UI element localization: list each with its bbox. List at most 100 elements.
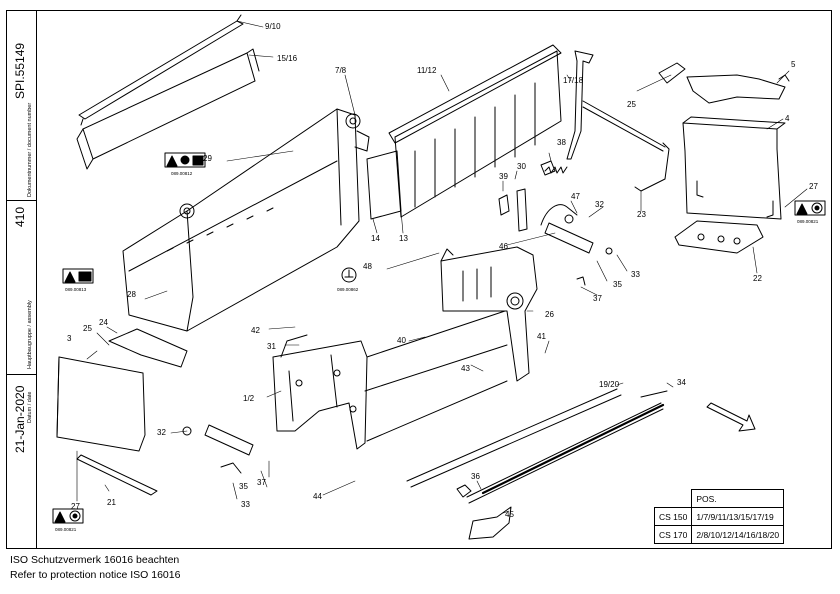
- callout: 32: [157, 428, 166, 437]
- guard-plate-4-part: [682, 116, 786, 220]
- strip-21-part: [76, 454, 158, 496]
- callout: 40: [397, 336, 406, 345]
- side-frame-part: [272, 310, 508, 450]
- title-block-sidebar: Dokumentnummer / document number SPI.551…: [7, 11, 37, 548]
- document-number-label: Dokumentnummer / document number: [27, 102, 33, 197]
- warning-code: 089.00821: [797, 219, 819, 224]
- warning-icon: [164, 152, 206, 168]
- callout: 23: [637, 210, 646, 219]
- position-table-header-row: POS.: [655, 489, 785, 508]
- hopper-frame-part: [122, 108, 370, 332]
- warning-code: 089.00821: [55, 527, 77, 532]
- callout: 36: [471, 472, 480, 481]
- rods-19-20-part: [406, 388, 668, 504]
- protection-notice-english: Refer to protection notice ISO 16016: [10, 569, 181, 581]
- warning-icon: [52, 508, 84, 524]
- callout: 39: [499, 172, 508, 181]
- callout: 19/20: [599, 380, 620, 389]
- warning-code: 089.00812: [171, 171, 193, 176]
- plate-25-part: [658, 62, 686, 84]
- callout: 17/18: [563, 76, 584, 85]
- rod-47-part: [540, 204, 578, 226]
- warning-icon: [794, 200, 826, 216]
- callout: 25: [83, 324, 92, 333]
- callout: 38: [557, 138, 566, 147]
- callout: 41: [537, 332, 546, 341]
- callout: 33: [631, 270, 640, 279]
- table-row: CS 150 1/7/9/11/13/15/17/19: [653, 507, 785, 526]
- bracket-5-part: [686, 74, 790, 104]
- callout: 31: [267, 342, 276, 351]
- date-value: 21-Jan-2020: [13, 385, 27, 453]
- callout: 43: [461, 364, 470, 373]
- warning-icon: [62, 268, 94, 284]
- exploded-view-drawing: 9/10 15/16 7/8 11/12 17/18 5 25 4 29 30 …: [52, 14, 826, 540]
- document-number-cell: Dokumentnummer / document number SPI.551…: [7, 11, 37, 201]
- callout: 37: [257, 478, 266, 487]
- callout: 37: [593, 294, 602, 303]
- callout: 29: [203, 154, 212, 163]
- callout: 9/10: [265, 22, 281, 31]
- flow-direction-arrow: [706, 402, 756, 432]
- side-cover-panel-part: [76, 48, 260, 170]
- callout: 30: [517, 162, 526, 171]
- assembly-number: 410: [13, 206, 27, 227]
- warning-code: 089.00813: [65, 287, 87, 292]
- callout: 47: [571, 192, 580, 201]
- plate-22-part: [674, 220, 764, 254]
- warning-icon: [341, 267, 357, 283]
- main-chassis-part: [440, 246, 538, 382]
- callout: 21: [107, 498, 116, 507]
- date-label: Datum / date: [27, 391, 33, 424]
- callout: 32: [595, 200, 604, 209]
- brackets-30-39-part: [498, 160, 556, 232]
- date-cell: Datum / date 21-Jan-2020: [7, 375, 37, 548]
- callout: 3: [67, 334, 72, 343]
- callout: 26: [545, 310, 554, 319]
- callout: 46: [499, 242, 508, 251]
- callout: 22: [753, 274, 762, 283]
- table-row: CS 170 2/8/10/12/14/16/18/20: [653, 525, 785, 544]
- positions-cell: 1/7/9/11/13/15/17/19: [691, 507, 785, 526]
- callout: 11/12: [417, 66, 437, 75]
- callout-labels: 9/10 15/16 7/8 11/12 17/18 5 25 4 29 30 …: [67, 22, 818, 519]
- position-table: POS. CS 150 1/7/9/11/13/15/17/19 CS 170 …: [653, 489, 785, 544]
- callout: 27: [809, 182, 818, 191]
- warning-codes: 089.00812 089.00813 089.00862 089.00821 …: [55, 171, 819, 532]
- large-screen-part: [366, 44, 562, 220]
- document-number: SPI.55149: [13, 42, 27, 99]
- callout: 13: [399, 234, 408, 243]
- model-cell: CS 170: [653, 525, 693, 544]
- callout: 15/16: [277, 54, 298, 63]
- roller-left-part: [182, 424, 254, 474]
- shaft-34-part: [481, 403, 665, 495]
- callout: 14: [371, 234, 380, 243]
- callout: 4: [785, 114, 790, 123]
- top-rail-part: [78, 14, 244, 126]
- bracket-45-part: [456, 484, 512, 540]
- roller-right-part: [544, 214, 613, 286]
- drawing-frame: Dokumentnummer / document number SPI.551…: [6, 10, 832, 549]
- leader-lines: [76, 20, 808, 514]
- callout: 35: [613, 280, 622, 289]
- callout: 28: [127, 290, 136, 299]
- callout: 42: [251, 326, 260, 335]
- position-table-header: POS.: [691, 489, 785, 508]
- cover-panel-3-part: [56, 356, 146, 452]
- positions-cell: 2/8/10/12/14/16/18/20: [691, 525, 785, 544]
- protection-notice-german: ISO Schutzvermerk 16016 beachten: [10, 554, 180, 566]
- callout: 33: [241, 500, 250, 509]
- bracket-24-part: [108, 328, 188, 368]
- lever-and-rod-part: [566, 50, 670, 192]
- callout: 1/2: [243, 394, 255, 403]
- assembly-label: Hauptbaugruppe / assembly: [27, 300, 33, 369]
- callout: 27: [71, 502, 80, 511]
- callout: 25: [627, 100, 636, 109]
- callout: 35: [239, 482, 248, 491]
- spring-38-part: [544, 166, 568, 174]
- model-cell: CS 150: [653, 507, 693, 526]
- callout: 45: [505, 510, 514, 519]
- callout: 5: [791, 60, 796, 69]
- warning-code: 089.00862: [337, 287, 359, 292]
- callout: 7/8: [335, 66, 347, 75]
